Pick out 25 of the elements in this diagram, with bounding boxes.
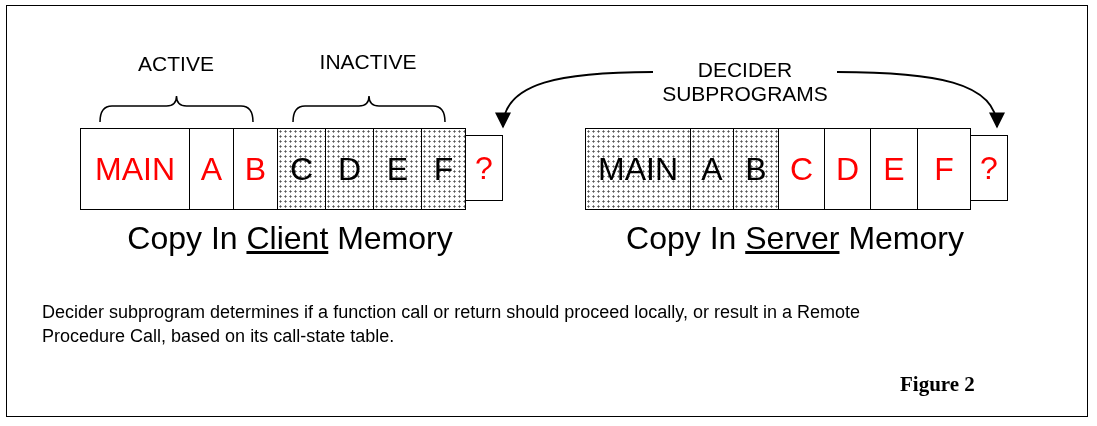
memory-cell: F: [917, 128, 971, 210]
memory-cell: B: [233, 128, 278, 210]
figure-caption: Figure 2: [900, 372, 975, 397]
curved-arrow: [836, 71, 1004, 129]
memory-cell: A: [690, 128, 734, 210]
memory-cell: MAIN: [585, 128, 691, 210]
memory-cell: D: [325, 128, 374, 210]
memory-cell: MAIN: [80, 128, 190, 210]
memory-cell: F: [421, 128, 466, 210]
bracket-label: ACTIVE: [137, 52, 215, 76]
memory-cell: A: [189, 128, 234, 210]
memory-cell: ?: [465, 135, 503, 201]
memory-caption: Copy In Client Memory: [126, 220, 454, 257]
memory-cell: C: [277, 128, 326, 210]
memory-caption: Copy In Server Memory: [625, 220, 965, 257]
memory-cell: E: [870, 128, 918, 210]
memory-cell: ?: [970, 135, 1008, 201]
description-text: Decider subprogram determines if a function call or return should proceed locally, or result in a Remote Procedure Call, based on its call-state table.: [42, 301, 862, 348]
memory-cell: C: [778, 128, 825, 210]
memory-cell: E: [373, 128, 422, 210]
memory-cell: B: [733, 128, 779, 210]
bracket-label: INACTIVE: [318, 50, 418, 74]
memory-cell: D: [824, 128, 871, 210]
callout-text: DECIDER SUBPROGRAMS: [655, 58, 835, 106]
curved-arrow: [496, 71, 654, 129]
